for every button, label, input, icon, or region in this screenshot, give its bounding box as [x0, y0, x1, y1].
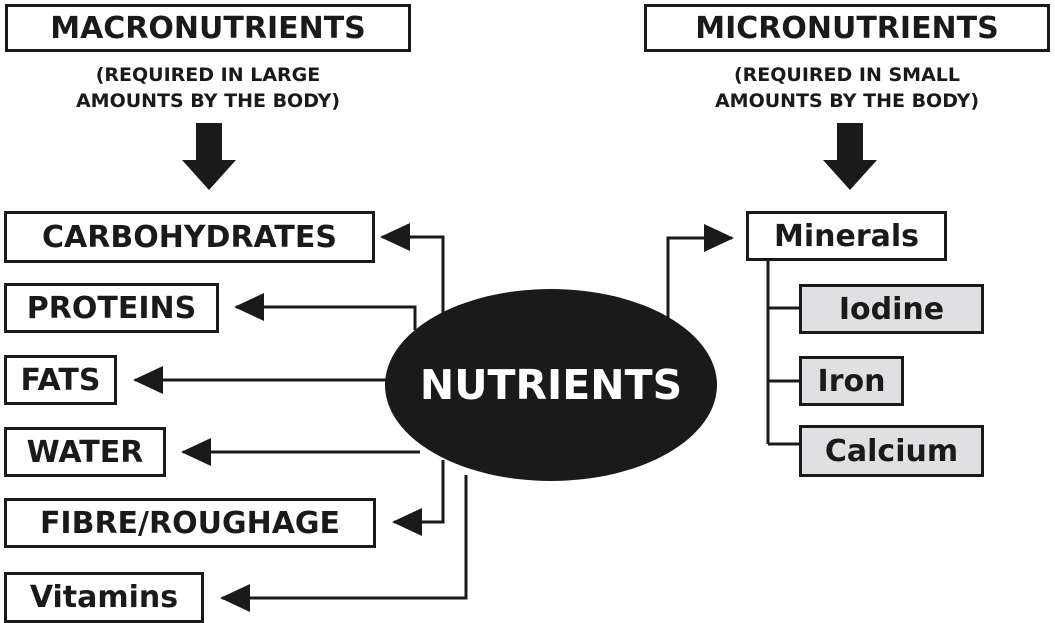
macro-down-arrow [182, 123, 236, 190]
fats-box: FATS [4, 355, 117, 405]
iodine-box: Iodine [799, 284, 984, 334]
connector-vitamins [220, 475, 468, 612]
macro-note-line1: (REQUIRED IN LARGE [95, 64, 321, 86]
iron-box: Iron [799, 356, 904, 406]
micro-note-line2: AMOUNTS BY THE BODY) [714, 90, 980, 112]
carbohydrates-box: CARBOHYDRATES [4, 211, 375, 263]
nutrients-ellipse [385, 289, 717, 481]
connector-proteins [234, 293, 417, 330]
fibre-roughage-box: FIBRE/ROUGHAGE [4, 498, 376, 548]
nutrients-label: NUTRIENTS [419, 361, 683, 409]
vitamins-box: Vitamins [4, 572, 204, 623]
connector-fibre [392, 460, 445, 536]
minerals-box: Minerals [746, 211, 947, 261]
micro-note-line1: (REQUIRED IN SMALL [733, 64, 961, 86]
macro-note: (REQUIRED IN LARGE AMOUNTS BY THE BODY) [5, 62, 411, 114]
water-box: WATER [4, 427, 166, 477]
macro-note-line2: AMOUNTS BY THE BODY) [75, 90, 341, 112]
micro-note: (REQUIRED IN SMALL AMOUNTS BY THE BODY) [644, 62, 1050, 114]
calcium-box: Calcium [799, 425, 984, 477]
macronutrients-title: MACRONUTRIENTS [5, 4, 411, 52]
micronutrients-title: MICRONUTRIENTS [644, 4, 1050, 52]
connector-minerals [666, 224, 734, 322]
proteins-box: PROTEINS [4, 283, 219, 333]
micro-down-arrow [823, 123, 877, 190]
connector-carbohydrates [380, 223, 445, 320]
